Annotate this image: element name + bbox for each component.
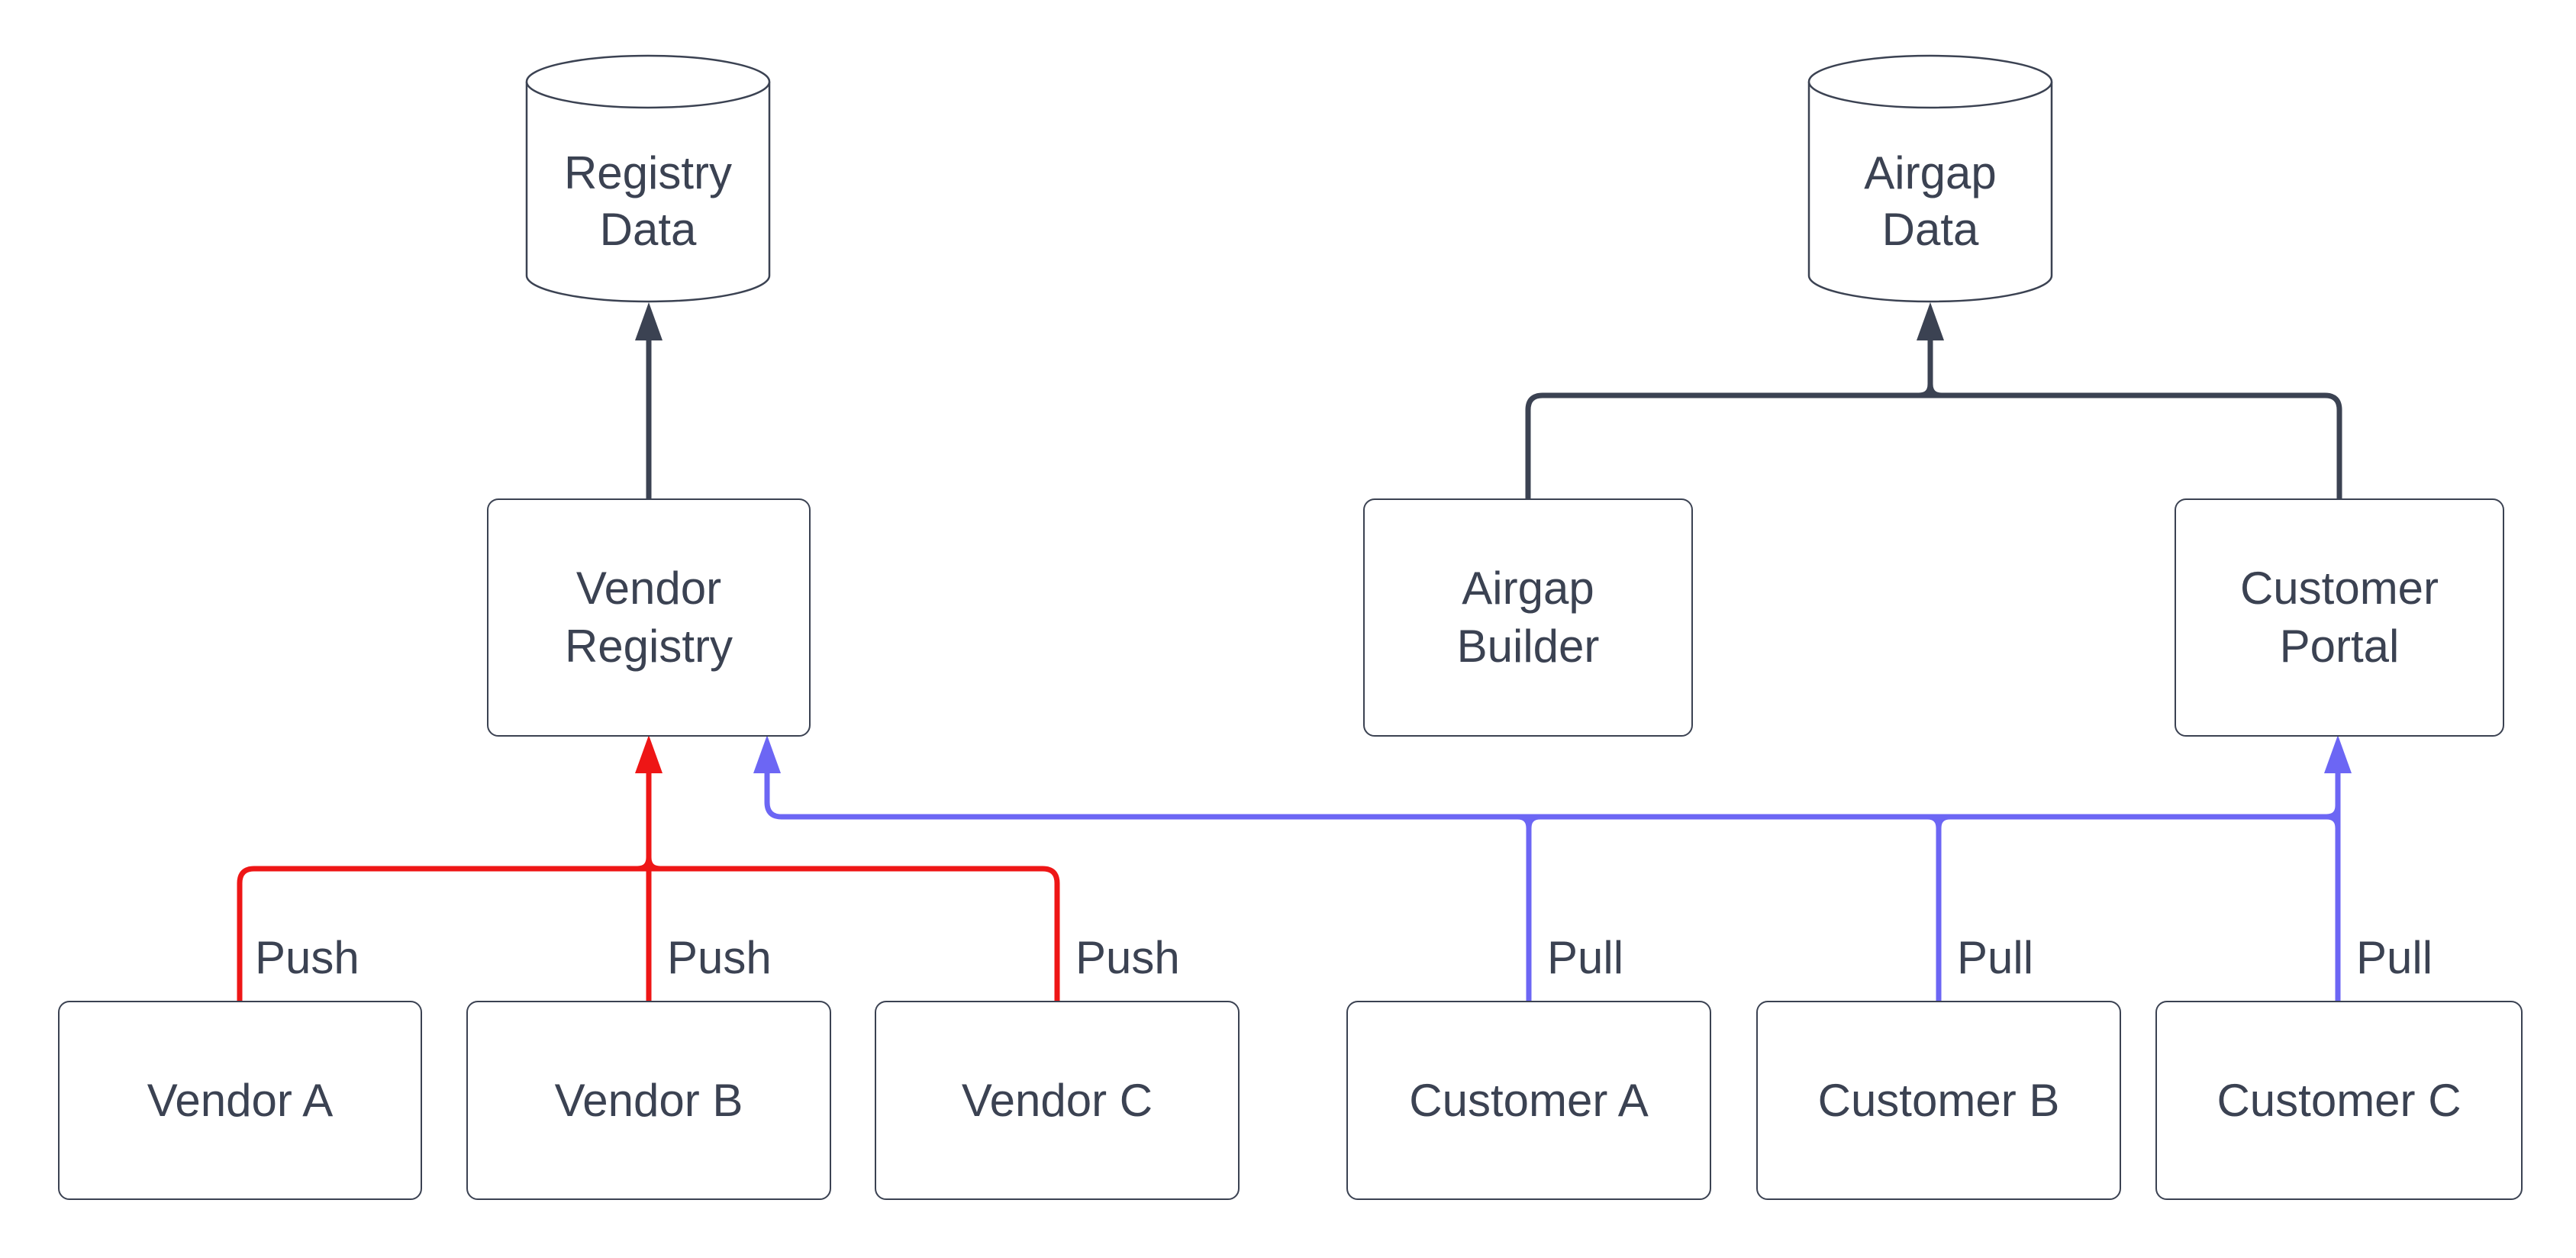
- arrowhead-airgap-data: [1917, 302, 1944, 340]
- edge-label-push-a: Push: [255, 932, 359, 983]
- node-label-line: Customer: [2239, 563, 2439, 614]
- node-label: Customer A: [1409, 1074, 1649, 1126]
- edge-builder-portal-branch: [1525, 392, 2342, 498]
- cylinder-body: [525, 82, 771, 303]
- cylinder-top: [525, 54, 771, 109]
- edge-label-push-b: Push: [667, 932, 772, 983]
- cylinder-top: [1807, 54, 2053, 109]
- edge-label-pull-b: Pull: [1957, 932, 2034, 983]
- arrowhead-pull-customer-portal: [2324, 735, 2352, 773]
- arrowhead-registry-data: [635, 302, 663, 340]
- node-label-line: Airgap: [1462, 563, 1594, 614]
- node-label-line: Builder: [1456, 621, 1600, 672]
- node-customer-b: Customer B: [1756, 1001, 2121, 1200]
- arrowhead-pull-vendor-registry: [753, 735, 781, 773]
- node-label-line: Data: [1881, 204, 1979, 255]
- node-label-line: Portal: [2279, 621, 2400, 672]
- node-label: Vendor B: [554, 1074, 743, 1126]
- junction-fillet-airgap: [1918, 383, 1942, 398]
- airgap-data-cylinder: [1807, 54, 2053, 303]
- node-customer-portal: Customer Portal: [2175, 498, 2504, 737]
- junction-fillet-pull-c: [2326, 805, 2341, 829]
- node-label: Vendor C: [961, 1074, 1153, 1126]
- node-vendor-c: Vendor C: [875, 1001, 1240, 1200]
- node-label: Vendor A: [147, 1074, 334, 1126]
- edge-pull-rail: [764, 773, 2338, 820]
- arrowhead-push-vendor-registry: [635, 735, 663, 773]
- registry-data-cylinder: [525, 54, 771, 303]
- edge-label-push-c: Push: [1075, 932, 1180, 983]
- edge-label-pull-c: Pull: [2356, 932, 2433, 983]
- node-airgap-data: Airgap Data: [1809, 145, 2052, 258]
- node-airgap-builder: Airgap Builder: [1363, 498, 1693, 737]
- edge-label-pull-a: Pull: [1547, 932, 1624, 983]
- node-vendor-registry: Vendor Registry: [487, 498, 811, 737]
- junction-fillet-pull-a: [1517, 814, 1541, 829]
- node-label-line: Data: [599, 204, 697, 255]
- node-label-line: Airgap: [1864, 147, 1997, 198]
- node-registry-data: Registry Data: [527, 145, 769, 258]
- cylinder-body: [1807, 82, 2053, 303]
- node-label-line: Registry: [564, 621, 733, 672]
- node-label: Customer B: [1817, 1074, 2060, 1126]
- junction-fillet-pull-b: [1926, 814, 1951, 829]
- node-label-line: Vendor: [575, 563, 722, 614]
- junction-fillet-push: [637, 856, 661, 872]
- node-customer-c: Customer C: [2155, 1001, 2523, 1200]
- node-vendor-a: Vendor A: [58, 1001, 422, 1200]
- node-label: Customer C: [2217, 1074, 2462, 1126]
- node-vendor-b: Vendor B: [466, 1001, 831, 1200]
- node-customer-a: Customer A: [1346, 1001, 1711, 1200]
- node-label-line: Registry: [563, 147, 733, 198]
